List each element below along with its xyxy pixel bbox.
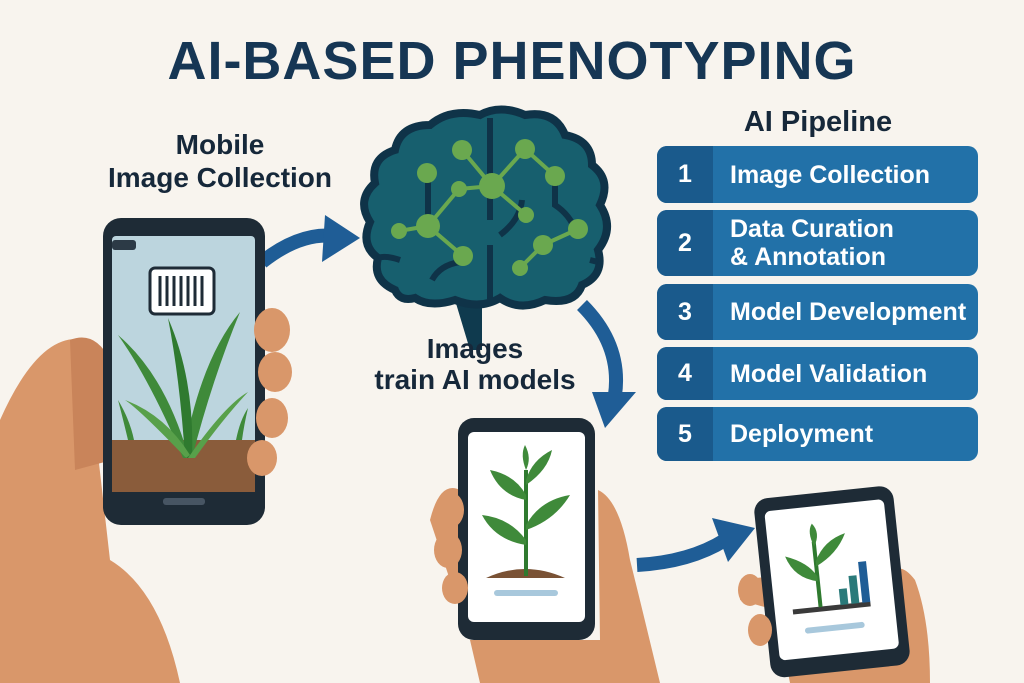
brain-icon (360, 105, 611, 350)
label-line: Image Collection (107, 162, 333, 193)
pipeline-step-1: 1 Image Collection (657, 146, 978, 203)
arrow-head-icon (712, 518, 755, 562)
step-number: 3 (657, 284, 713, 340)
step-number: 1 (657, 146, 713, 203)
hand-middle (430, 488, 660, 683)
page-title: AI-BASED PHENOTYPING (167, 31, 857, 91)
pipeline-step-3: 3 Model Development (657, 284, 978, 340)
pipeline-step-5: 5 Deployment (657, 407, 978, 461)
thumb-left (247, 308, 292, 476)
arrow-head-icon (592, 392, 636, 428)
mobile-phone-left (103, 218, 265, 525)
bar-chart-icon (838, 561, 871, 606)
fingers-middle (434, 492, 468, 604)
step-label: Deployment (730, 420, 874, 448)
label-line: train AI models (374, 364, 576, 395)
mobile-image-collection-label: Mobile Image Collection (60, 128, 380, 194)
step-label: Model Development (730, 298, 967, 326)
step-number: 5 (657, 407, 713, 461)
arrow-brain-to-phone (576, 300, 623, 396)
plant-icon (118, 312, 248, 458)
step-number: 2 (657, 210, 713, 276)
step-label: Data Curation & Annotation (713, 215, 894, 271)
step-label: Image Collection (730, 160, 931, 189)
arrow-phone-to-deploy (636, 534, 729, 572)
step-label: Model Validation (730, 359, 928, 388)
label-line: Images (426, 333, 524, 364)
pipeline-step-4: 4 Model Validation (657, 347, 978, 400)
images-train-label: Images train AI models (360, 333, 590, 395)
label-line: Mobile (175, 129, 265, 160)
mobile-phone-middle (458, 418, 595, 640)
step-label-line: & Annotation (730, 243, 886, 271)
mobile-phone-right (754, 486, 910, 678)
fingers-right (738, 574, 772, 646)
pipeline-title: AI Pipeline (743, 106, 893, 138)
pipeline-step-2: 2 Data Curation & Annotation (657, 210, 978, 276)
arrow-head-icon (322, 215, 360, 262)
step-label-line: Data Curation (730, 215, 894, 243)
step-number: 4 (657, 347, 713, 400)
hand-left (0, 337, 180, 683)
